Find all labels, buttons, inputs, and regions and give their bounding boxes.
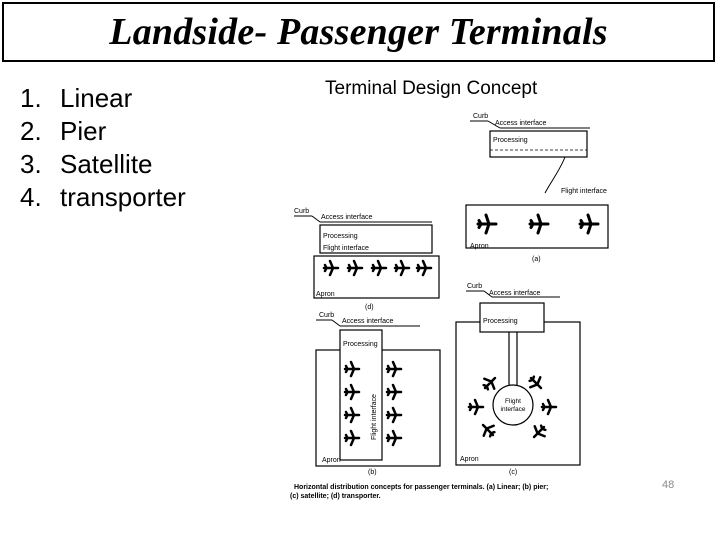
- curb-line: [483, 290, 493, 298]
- list-item: 2. Pier: [20, 115, 280, 148]
- flight-interface-label: Flight interface: [323, 245, 369, 252]
- title-box: Landside- Passenger Terminals: [2, 2, 715, 62]
- airplane-icon: [385, 429, 403, 447]
- curb-line: [311, 215, 321, 223]
- slide-number: 48: [662, 479, 675, 491]
- figure-caption-line2: (c) satellite; (d) transporter.: [290, 493, 381, 500]
- access-interface-label: Access interface: [342, 318, 393, 325]
- airplane-icon: [467, 398, 485, 416]
- figure-caption-line1: Horizontal distribution concepts for pas…: [294, 484, 548, 491]
- list-number: 1.: [20, 83, 42, 113]
- airplane-icon: [346, 259, 364, 277]
- flight-interface-label: Flight interface: [561, 188, 607, 195]
- list-item: 4. transporter: [20, 181, 280, 214]
- airplane-icon: [385, 406, 403, 424]
- processing-box: [319, 224, 433, 254]
- airplane-icon: [415, 259, 433, 277]
- processing-label: Processing: [483, 318, 518, 325]
- slide-title: Landside- Passenger Terminals: [109, 11, 608, 53]
- curb-label: Curb: [319, 312, 334, 319]
- part-a-label: (a): [532, 256, 541, 263]
- access-interface-label: Access interface: [489, 290, 540, 297]
- airplane-icon: [385, 360, 403, 378]
- curb-label: Curb: [294, 208, 309, 215]
- list-number: 3.: [20, 149, 42, 179]
- processing-box: [479, 302, 545, 333]
- airplane-icon: [370, 259, 388, 277]
- airplane-icon: [393, 259, 411, 277]
- curb-label: Curb: [467, 283, 482, 290]
- figure-heading: Terminal Design Concept: [325, 78, 538, 99]
- interface-label: interface: [501, 406, 526, 413]
- airplane-icon: [476, 213, 498, 235]
- list-label: Satellite: [60, 149, 153, 179]
- apron-box: [465, 204, 609, 249]
- airplane-icon: [578, 213, 600, 235]
- airplane-icon: [478, 371, 502, 395]
- access-interface-label: Access interface: [321, 214, 372, 221]
- satellite-concept: Curb Access interface Processing Flight …: [455, 283, 581, 476]
- flight-interface-label: Flight interface: [371, 394, 378, 440]
- airplane-icon: [524, 371, 548, 395]
- airplane-icon: [476, 418, 500, 442]
- processing-label: Processing: [493, 137, 528, 144]
- processing-label: Processing: [323, 233, 358, 240]
- curb-label: Curb: [473, 113, 488, 120]
- airplane-icon: [540, 398, 558, 416]
- satellite-hub: [492, 384, 534, 426]
- airplane-icon: [322, 259, 340, 277]
- pier-concept: Curb Access interface Processing Flight …: [315, 312, 441, 476]
- list-number: 4.: [20, 182, 42, 212]
- curb-line: [331, 319, 341, 327]
- airplane-icon: [528, 213, 550, 235]
- list-label: Linear: [60, 83, 133, 113]
- part-b-label: (b): [368, 469, 377, 476]
- list-label: transporter: [60, 182, 186, 212]
- transporter-concept: Curb Access interface Processing Flight …: [294, 208, 440, 311]
- part-d-label: (d): [365, 304, 374, 311]
- topic-list: 1. Linear 2. Pier 3. Satellite 4. transp…: [20, 82, 280, 214]
- linear-concept: Curb Access interface Processing Flight …: [465, 113, 609, 263]
- connector-line: [544, 156, 566, 194]
- part-c-label: (c): [509, 469, 517, 476]
- airplane-icon: [385, 383, 403, 401]
- list-item: 1. Linear: [20, 82, 280, 115]
- apron-label: Apron: [316, 291, 335, 298]
- apron-label: Apron: [460, 456, 479, 463]
- list-number: 2.: [20, 116, 42, 146]
- processing-box: [489, 130, 588, 158]
- apron-label: Apron: [470, 243, 489, 250]
- processing-label: Processing: [343, 341, 378, 348]
- list-label: Pier: [60, 116, 107, 146]
- list-item: 3. Satellite: [20, 148, 280, 181]
- curb-line: [487, 120, 501, 129]
- apron-label: Apron: [322, 457, 341, 464]
- apron-box: [313, 255, 440, 299]
- access-interface-label: Access interface: [495, 120, 546, 127]
- airplane-icon: [527, 420, 551, 444]
- flight-label: Flight: [505, 398, 521, 405]
